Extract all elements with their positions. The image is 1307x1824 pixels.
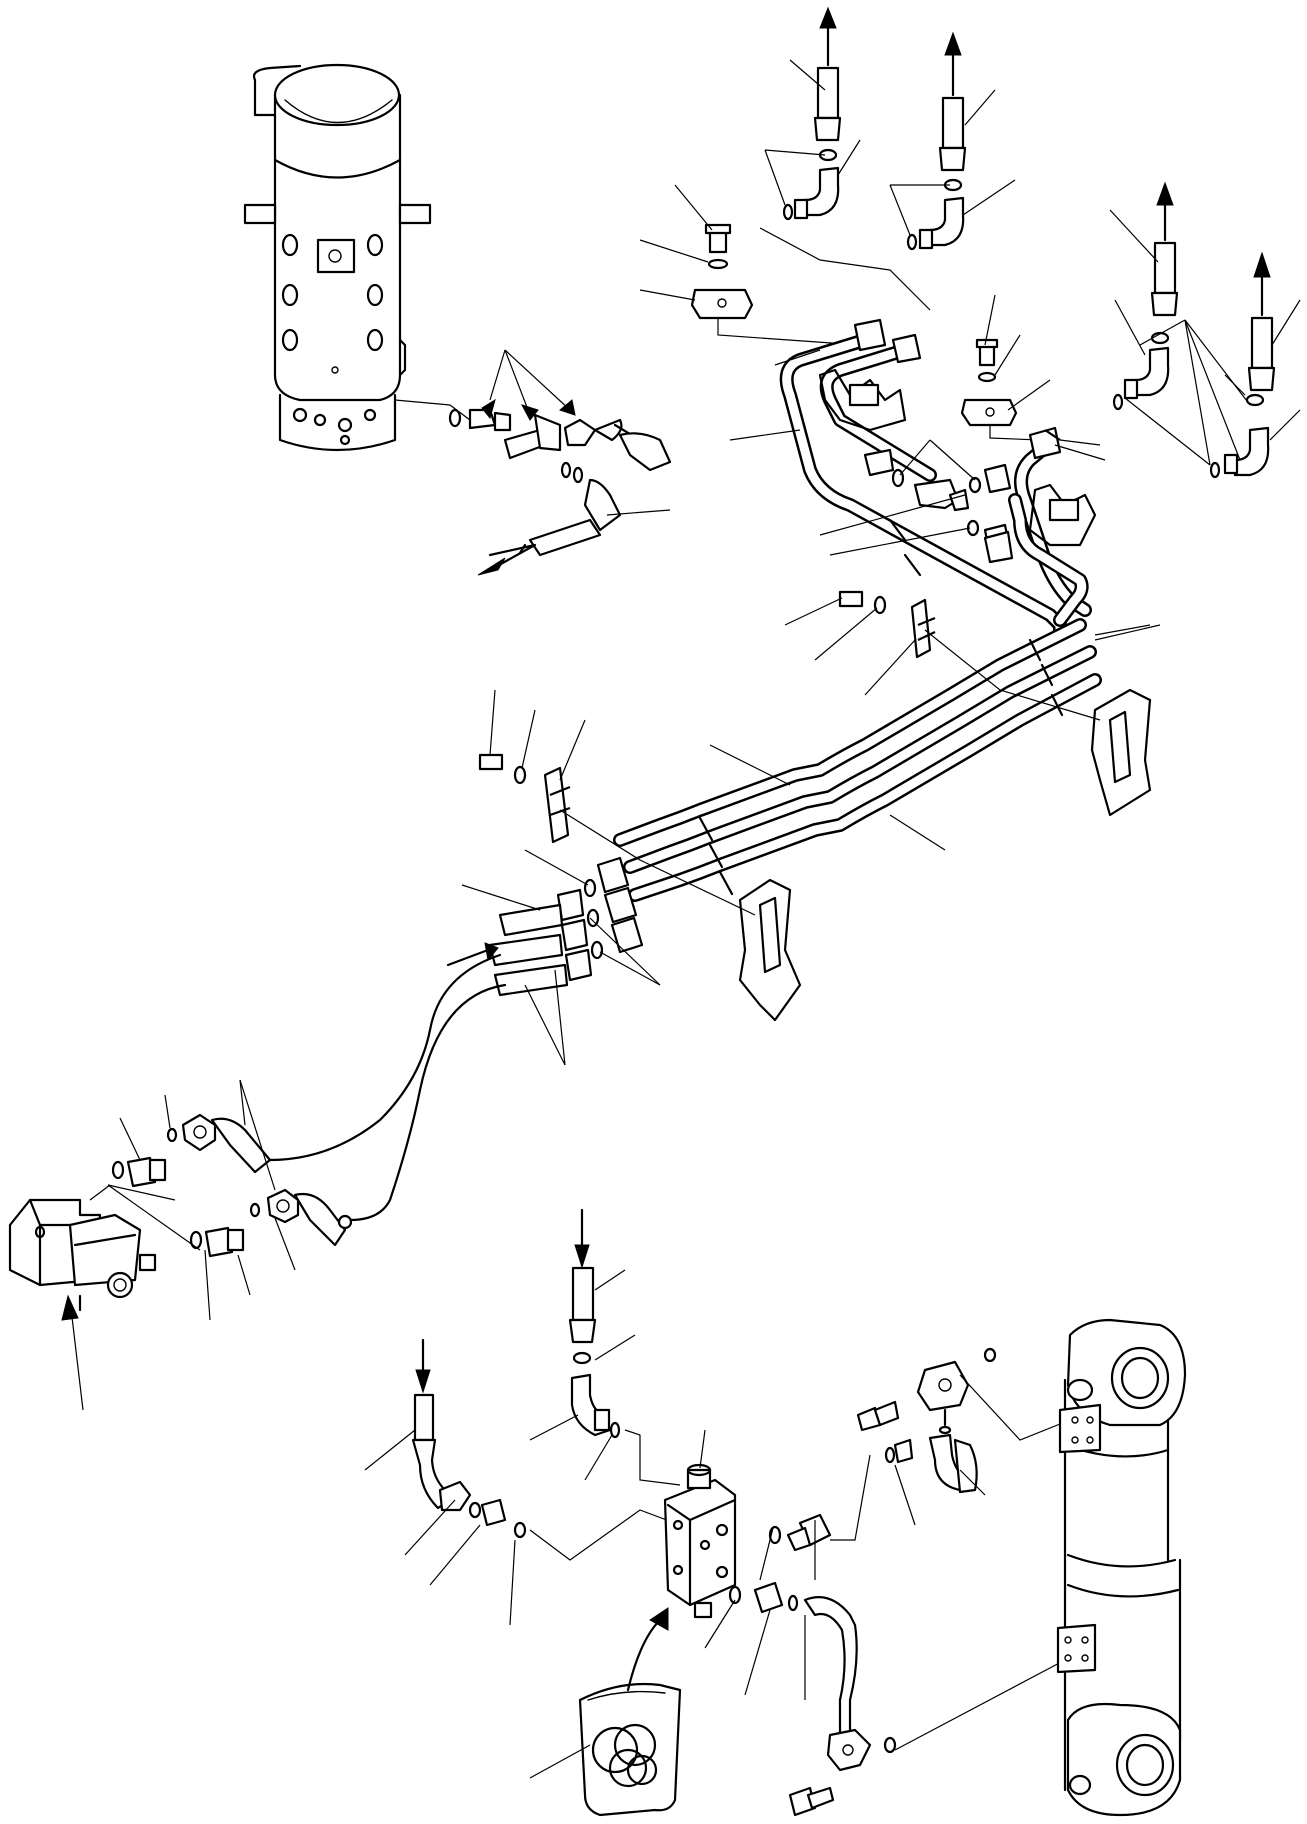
swivel-joint (243, 63, 432, 452)
valve-block-circuit (364, 1208, 1071, 1817)
flex-hoses (268, 953, 507, 1222)
clamp-details (818, 368, 1152, 817)
swivel-fittings (394, 349, 672, 576)
hydraulic-cylinder (1056, 1318, 1187, 1817)
hose-ends-top (764, 6, 1301, 479)
steel-tubes (613, 318, 1161, 902)
clamps-lower (478, 590, 1101, 1022)
seal-kit (529, 1607, 682, 1817)
solenoid-valve (8, 1079, 353, 1411)
leader-lines (774, 349, 1151, 636)
front-fittings (446, 849, 661, 1066)
clamps-upper (639, 184, 1051, 441)
